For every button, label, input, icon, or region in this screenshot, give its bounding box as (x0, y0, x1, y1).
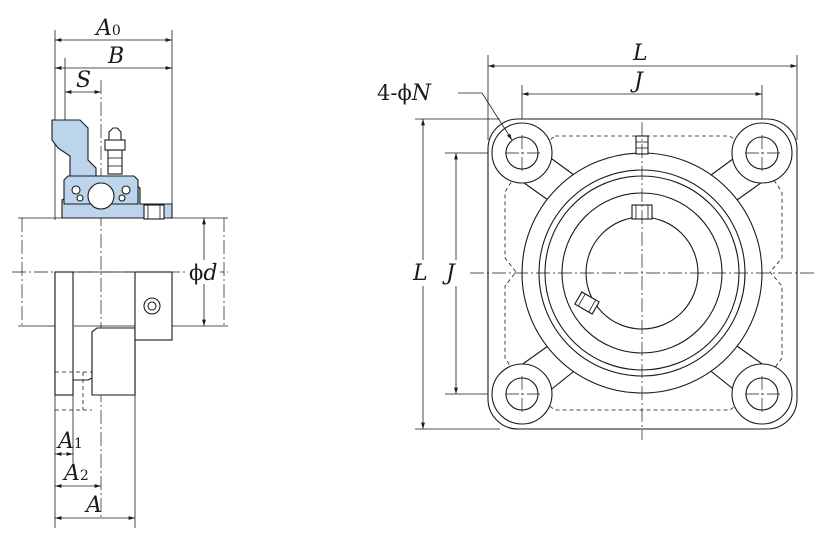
dim-A2-label: A2 (62, 461, 89, 486)
dim-A-label: A (84, 493, 102, 518)
bolt-hole-leader (458, 92, 513, 141)
dim-A1-label: A1 (56, 429, 83, 454)
front-view: L J L J 4-ϕN (377, 41, 815, 440)
dim-L-top-label: L (632, 41, 648, 66)
dim-J-side-label: J (442, 261, 456, 286)
set-screw-icon (143, 297, 161, 315)
dim-S-label: S (76, 68, 91, 93)
side-view: A0 B S ϕd A1 A2 A (12, 16, 228, 528)
grease-nipple-icon (104, 127, 126, 175)
dim-L-side-label: L (412, 261, 428, 286)
side-collar (134, 271, 173, 341)
bearing-ball (87, 182, 115, 210)
dim-J-top-label: J (630, 69, 644, 94)
dim-A0-label: A0 (94, 16, 121, 41)
dim-d-label: ϕd (189, 261, 217, 286)
front-set-screw-side (574, 291, 600, 315)
dim-B-label: B (107, 44, 124, 69)
dim-bolt-holes-label: 4-ϕN (377, 81, 432, 106)
